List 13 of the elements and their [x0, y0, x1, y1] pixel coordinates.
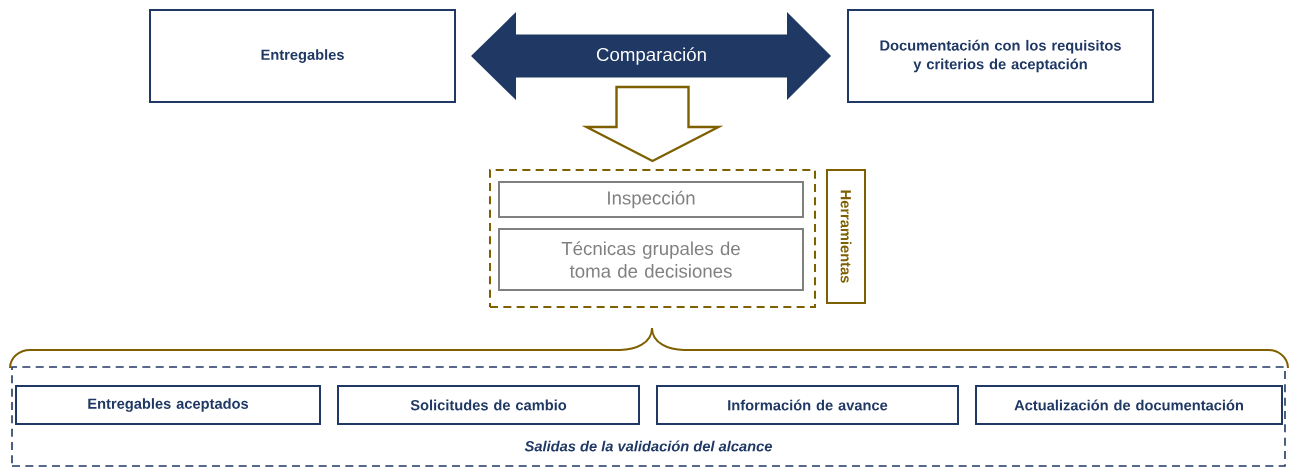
- tool-box: Inspección: [498, 181, 804, 218]
- double-arrow: [471, 12, 831, 100]
- edge-label: Comparación: [596, 47, 706, 65]
- block-arrow: [581, 85, 724, 163]
- output-box: Información de avance: [656, 385, 959, 425]
- dashed-group: [489, 169, 816, 308]
- output-box: Entregables aceptados: [15, 385, 321, 425]
- process-box: Documentación con los requisitos y criterios de aceptación: [847, 9, 1154, 103]
- vertical-label-box: Herramientas: [826, 169, 866, 304]
- tool-box: Técnicas grupales de toma de decisiones: [498, 228, 804, 291]
- process-box: Entregables: [149, 9, 456, 103]
- output-box: Actualización de documentación: [975, 385, 1283, 425]
- output-box: Solicitudes de cambio: [337, 385, 640, 425]
